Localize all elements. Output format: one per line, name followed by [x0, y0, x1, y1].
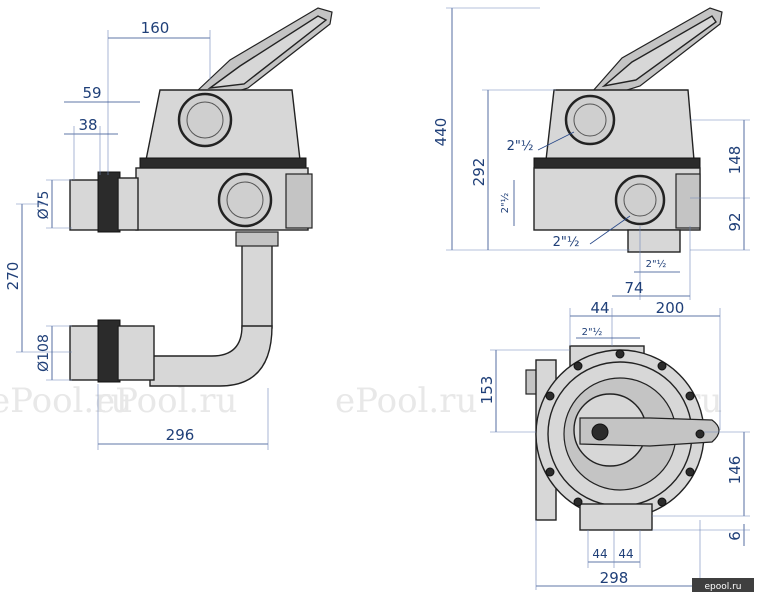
brand-badge: [692, 578, 754, 592]
dim-top-298: 298: [600, 569, 629, 587]
label-front-lower-port: 2"½: [553, 235, 580, 250]
side-down-pipe: [241, 237, 273, 329]
label-front-upper-port: 2"½: [507, 139, 534, 154]
dim-top-6: 6: [726, 531, 744, 541]
side-view: [69, 7, 333, 387]
dim-front-440: 440: [432, 118, 450, 147]
side-dimensions: 160 59 38 Ø75 270 Ø108 296: [4, 19, 269, 450]
dim-top-bottom-44-left: 44: [592, 547, 607, 561]
front-flange: [533, 157, 701, 169]
side-bottom-union-nut: [97, 319, 121, 383]
label-front-side-port: 2"½: [499, 192, 511, 213]
dim-side-160: 160: [141, 19, 170, 37]
side-elbow: [149, 325, 273, 387]
dim-front-292: 292: [470, 158, 488, 187]
side-bottom-union-body: [117, 325, 155, 381]
front-handle-grip: [601, 15, 717, 88]
side-top-union-nut: [97, 171, 121, 233]
dim-front-92: 92: [726, 212, 744, 231]
front-upper-port: [564, 94, 616, 146]
front-body-right: [675, 173, 701, 229]
label-front-bottom-port: 2"½: [646, 258, 667, 270]
top-flange-bolts: [545, 349, 705, 507]
front-dimensions: 440 292 2"½ 2"½ 2"½ 2"½ 148 92 74: [432, 7, 750, 300]
dim-top-44: 44: [590, 299, 609, 317]
top-handle-hub: [591, 423, 609, 441]
side-handle-grip: [207, 15, 328, 90]
dim-side-38: 38: [78, 116, 97, 134]
dim-side-296: 296: [166, 426, 195, 444]
side-upper-port-inner: [186, 101, 224, 139]
front-middle-port-inner: [623, 183, 657, 217]
dim-front-148: 148: [726, 146, 744, 175]
side-down-pipe-collar: [235, 231, 279, 247]
brand-text: epool.ru: [704, 582, 741, 592]
side-body-right: [285, 173, 313, 229]
top-bottom-port: [579, 503, 653, 531]
dim-side-d75: Ø75: [36, 191, 52, 220]
dim-front-74: 74: [624, 279, 643, 297]
dim-top-bottom-44-right: 44: [618, 547, 633, 561]
side-top-union-body: [117, 177, 139, 231]
top-view: [525, 345, 720, 531]
top-dimensions: 44 200 2"½ 153 146 6 44 44 298: [478, 299, 750, 590]
front-middle-port: [614, 174, 666, 226]
front-upper-port-inner: [573, 103, 607, 137]
dim-top-200: 200: [656, 299, 685, 317]
label-top-port: 2"½: [582, 326, 603, 338]
front-bottom-stub: [627, 229, 681, 253]
dim-side-270: 270: [4, 262, 22, 291]
dim-side-d108: Ø108: [36, 334, 52, 372]
dim-top-153: 153: [478, 376, 496, 405]
front-view: [533, 7, 723, 253]
side-flange: [139, 157, 307, 169]
dim-top-146: 146: [726, 456, 744, 485]
dim-side-59: 59: [82, 84, 101, 102]
watermark-3: ePool.ru: [335, 381, 477, 421]
watermark-2: ePool.ru: [95, 381, 237, 421]
watermark-1: ePool.ru: [0, 381, 132, 421]
side-middle-port-inner: [226, 181, 264, 219]
